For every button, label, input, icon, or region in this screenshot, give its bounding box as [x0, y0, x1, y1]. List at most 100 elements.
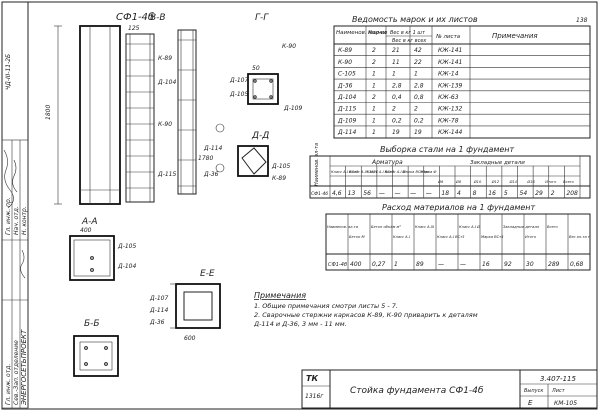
rashod-cell: 0,27 — [372, 261, 386, 268]
rashod-header: Класс А-I ВСт3 — [437, 235, 465, 239]
rashod-header: Наименов. эл-та — [327, 225, 358, 229]
vedomost-cell: 2,8 — [392, 82, 402, 89]
rashod-cell: 89 — [416, 261, 424, 268]
vedomost-cell: КЖ-132 — [438, 106, 463, 113]
section-label-gg: Г-Г — [255, 13, 269, 23]
vyborka-cell: 2 — [551, 190, 555, 197]
rashod-cell: — — [460, 261, 466, 268]
vedomost-cell: КЖ-139 — [438, 82, 463, 89]
notes: Примечания 1. Общие примечания смотри ли… — [254, 291, 478, 328]
vedomost-cell: 1 — [372, 117, 376, 124]
mark-label: Д-104 — [157, 79, 176, 86]
vyborka-cell: 16 — [488, 190, 496, 197]
vyborka-cell: — — [426, 190, 432, 197]
vyborka-cell: 56 — [363, 190, 371, 197]
vedomost-cell: КЖ-78 — [438, 117, 459, 124]
vedomost-cell: 21 — [392, 47, 400, 54]
mark-label: Д-107 — [229, 77, 248, 84]
vedomost-cell: 0,2 — [414, 117, 424, 124]
dim-600: 600 — [184, 335, 196, 342]
mark-label: К-89 — [272, 175, 286, 182]
side-stamp-line: ЭНЕРГОСЕТЬПРОЕКТ — [20, 329, 28, 406]
vedomost-cell: Д-114 — [337, 129, 356, 136]
vedomost-cell: КЖ-63 — [438, 94, 459, 101]
vedomost-cell: 2 — [414, 106, 418, 113]
vyborka-subhead: Итого — [545, 180, 557, 184]
dim-1800: 1800 — [45, 105, 52, 120]
vedomost-cell: 1 — [372, 106, 376, 113]
vedomost-header: Наименов. марки — [336, 30, 387, 36]
vedomost-cell: 42 — [414, 47, 422, 54]
vedomost-cell: Д-36 — [337, 82, 353, 89]
mark-label: Д-107 — [149, 295, 168, 302]
vyborka-subhead: Ø6 — [437, 179, 444, 184]
stamp-stage-val: Е — [528, 399, 533, 407]
cage-elevation: Г-Г 1780 Д-107 Д-105 К-90 Д-109 50 Д-114… — [177, 13, 302, 195]
side-stamp: ЭНЕРГОСЕТЬПРОЕКТ Сев.-Зап. отделение Гл.… — [1, 54, 29, 409]
section-label-aa: А-А — [81, 217, 98, 227]
section-aa: А-А 400 Д-105 Д-104 — [69, 217, 136, 281]
mark-label: К-90 — [158, 121, 172, 128]
vedomost-title: Ведомость марок и их листов — [352, 15, 478, 24]
vyborka-subhead: Марка ВСт3пс — [402, 170, 429, 174]
vyborka-cell: — — [410, 190, 416, 197]
rashod-cell: СФ1-4б — [328, 262, 347, 268]
rashod-cell: 16 — [482, 261, 490, 268]
vedomost-cell: 1 — [392, 71, 396, 78]
dim-400: 400 — [80, 227, 92, 234]
vyborka-cell: — — [395, 190, 401, 197]
rashod-header: Класс А-III — [415, 225, 434, 229]
dim-50: 50 — [252, 65, 260, 72]
mark-label: Д-105 — [229, 91, 248, 98]
vedomost-cell: 2 — [392, 106, 396, 113]
rashod-cell: — — [438, 261, 444, 268]
side-stamp-line: Н. контр. — [21, 206, 28, 235]
rashod-cell: 1 — [394, 261, 398, 268]
vyborka-subhead: Класс А-I ВСт3 — [331, 170, 359, 174]
vyborka-subhead: Ø14 — [509, 179, 518, 184]
vedomost-cell: 1 — [372, 129, 376, 136]
rashod-header: Бетон М — [349, 235, 365, 239]
vyborka-subhead: Ø8 — [455, 179, 462, 184]
rashod-table: Расход материалов на 1 фундамент Наимено… — [325, 203, 591, 271]
rashod-header: Закладные детали — [503, 225, 539, 229]
vedomost-cell: С-105 — [338, 71, 356, 78]
section-bb: Б-Б — [73, 319, 119, 377]
rashod-header: Вес эл-та т — [569, 235, 591, 239]
section-label-ee: Е-Е — [200, 269, 215, 279]
rashod-title: Расход материалов на 1 фундамент — [382, 203, 536, 212]
mark-label: Д-114 — [203, 145, 222, 152]
dim-125: 125 — [128, 25, 140, 32]
side-note: ЧД-III-11-2Б — [5, 54, 12, 90]
vedomost-cell: 2 — [372, 47, 376, 54]
dim-1780: 1780 — [198, 155, 213, 162]
vyborka-cell: 4,6 — [332, 190, 342, 197]
main-elevation: СФ1-4б В-В 1800 125 К-89 Д-104 К-90 Д-11… — [45, 11, 176, 205]
rashod-header: Класс А-I Ø — [459, 224, 480, 229]
side-stamp-line: Гл. инж. отд. — [5, 364, 12, 405]
rashod-cell: 0,68 — [570, 261, 584, 268]
stamp-album: КМ-105 — [554, 400, 577, 407]
stamp-series: 3.407-115 — [540, 375, 576, 383]
vedomost-cell: КЖ-141 — [438, 59, 462, 66]
vyborka-subhead: Ø16 — [526, 179, 535, 184]
rashod-cell: 289 — [548, 261, 560, 268]
stamp-title: Стойка фундамента СФ1-4б — [350, 386, 484, 396]
vyborka-cell: 4 — [457, 190, 461, 197]
vyborka-subhead: Ø10 — [473, 179, 482, 184]
vyborka-cell: СФ1-4б — [311, 191, 328, 197]
vedomost-cell: 0,4 — [392, 94, 402, 101]
vedomost-cell: 2 — [372, 94, 376, 101]
vyborka-cell: 5 — [504, 190, 508, 197]
vedomost-cell: КЖ-144 — [438, 129, 463, 136]
vedomost-cell: КЖ-14 — [438, 71, 459, 78]
side-stamp-line: Сев.-Зап. отделение — [13, 340, 20, 405]
sheet-number: 138 — [576, 17, 588, 24]
vyborka-subhead: Всего — [563, 180, 575, 184]
vyborka-subhead: Марка Ф — [420, 170, 436, 174]
vedomost-cell: 1 — [372, 82, 376, 89]
title-block: ТК 1316г Стойка фундамента СФ1-4б 3.407-… — [301, 369, 598, 409]
vyborka-cell: — — [379, 190, 385, 197]
